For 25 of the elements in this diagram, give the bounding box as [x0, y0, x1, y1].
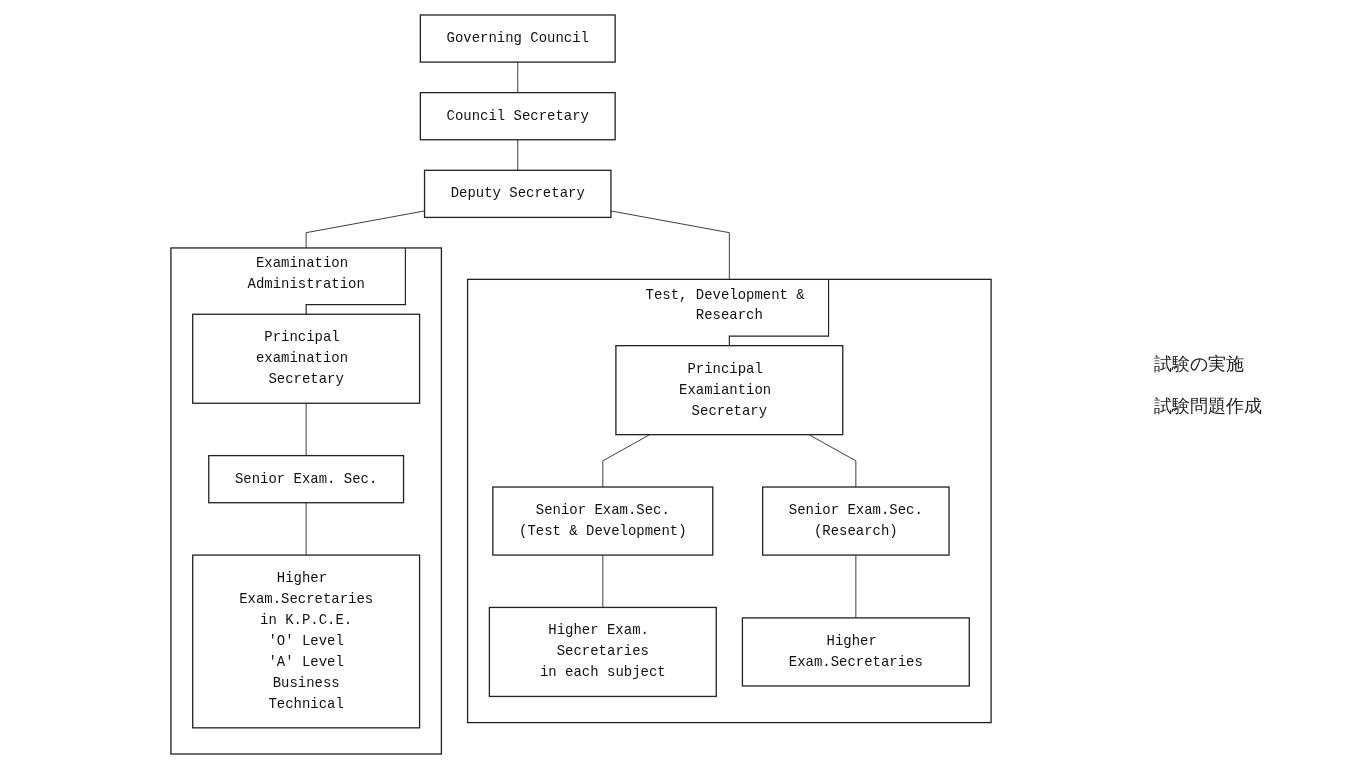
connector	[305, 402, 307, 457]
note-label: 試験問題作成	[1154, 395, 1263, 418]
node-box: Governing Council	[419, 14, 616, 63]
node-box: Higher Exam.Secretaries	[741, 617, 970, 687]
connector	[517, 61, 519, 94]
connector-line	[305, 247, 406, 315]
connector-line	[728, 278, 830, 347]
connector	[855, 554, 857, 619]
node-box: Deputy Secretary	[423, 169, 612, 219]
note-label: 試験の実施	[1154, 353, 1245, 376]
node-box: Principal examination Secretary	[192, 313, 421, 404]
node-box: Senior Exam. Sec.	[208, 454, 405, 504]
node-box: Higher Exam.Secretaries in K.P.C.E. 'O' Level 'A' Level Business Technical	[192, 554, 421, 729]
connector	[808, 434, 857, 488]
node-box: Senior Exam.Sec. (Test & Development)	[492, 486, 714, 556]
node-box: Senior Exam.Sec. (Research)	[762, 486, 950, 556]
connector	[610, 210, 730, 280]
connector	[305, 210, 425, 249]
connector	[602, 554, 604, 608]
connector	[602, 434, 651, 488]
connector	[305, 502, 307, 556]
node-box: Principal Examiantion Secretary	[615, 345, 844, 436]
node-box: Higher Exam. Secretaries in each subject	[488, 606, 717, 698]
connector	[517, 139, 519, 171]
node-box: Council Secretary	[419, 92, 616, 141]
